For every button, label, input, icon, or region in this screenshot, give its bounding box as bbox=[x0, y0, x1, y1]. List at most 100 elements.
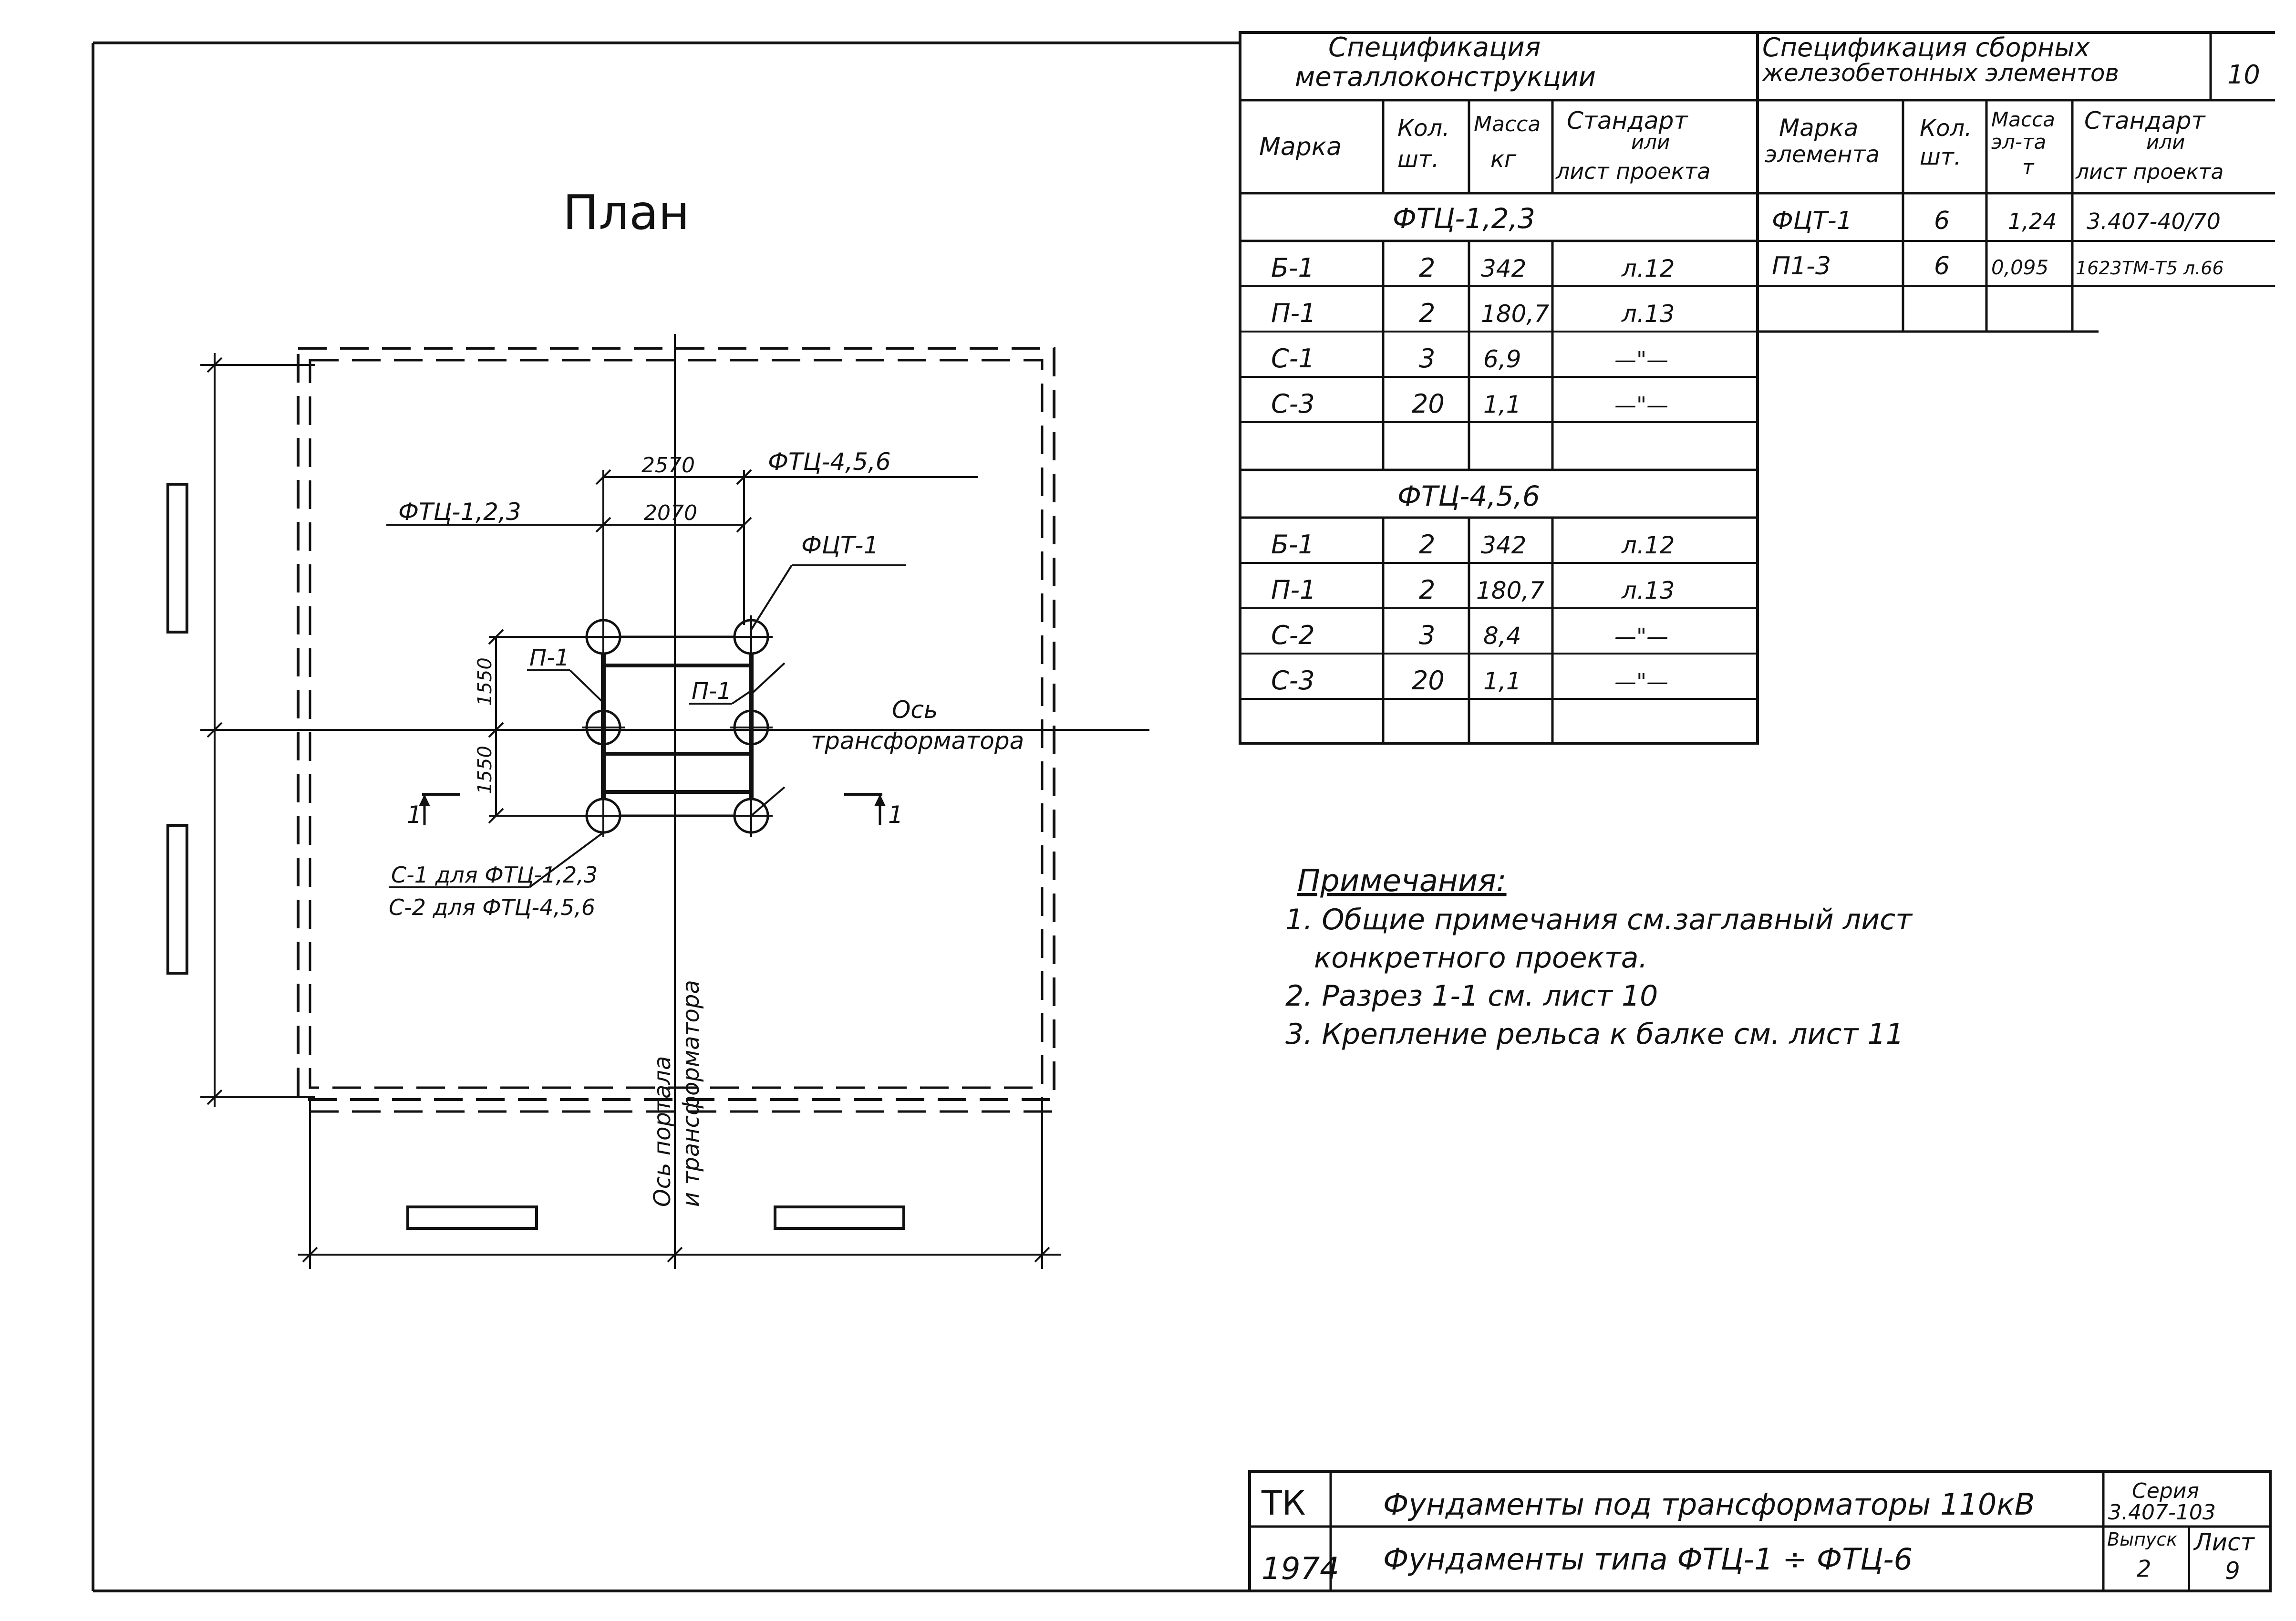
dim-1550-top: 1550 bbox=[474, 657, 496, 706]
cell-std: л.12 bbox=[1621, 255, 1675, 282]
note-2: 2. Разрез 1-1 см. лист 10 bbox=[1285, 979, 1658, 1013]
concrete-header-qty-1: Кол. bbox=[1920, 115, 1972, 142]
title-block-year: 1974 bbox=[1262, 1551, 1339, 1587]
title-block-series-label: Серия bbox=[2132, 1479, 2199, 1503]
pile-circle bbox=[582, 615, 625, 658]
cell-std: —"— bbox=[1614, 392, 1668, 418]
cell-mark: ФЦТ-1 bbox=[1772, 207, 1852, 235]
concrete-header-mark-1: Марка bbox=[1779, 114, 1858, 142]
concrete-spec-title-2: железобетонных элементов bbox=[1762, 59, 2119, 87]
title-block-sheet-label: Лист bbox=[2193, 1528, 2255, 1556]
concrete-spec-table bbox=[1758, 31, 2275, 333]
concrete-header-mass-3: т bbox=[2022, 156, 2035, 179]
rail-block-left-bottom bbox=[166, 824, 188, 975]
metal-header-qty-1: Кол. bbox=[1397, 115, 1449, 142]
metal-header-std-2: или bbox=[1631, 130, 1670, 154]
cell-mass: 342 bbox=[1481, 531, 1526, 559]
label-ftc123: ФТЦ-1,2,3 bbox=[398, 498, 521, 526]
cell-qty: 20 bbox=[1412, 665, 1445, 696]
dimension-top bbox=[386, 469, 978, 625]
metal-row: С-2 3 8,4 —"— bbox=[1271, 620, 1668, 650]
title-block-org: ТК bbox=[1261, 1484, 1305, 1523]
title-block-series-value: 3.407-103 bbox=[2108, 1500, 2216, 1525]
rail-block-bottom-left bbox=[406, 1205, 538, 1230]
cell-std: л.12 bbox=[1621, 531, 1675, 559]
metal-header-mark: Марка bbox=[1259, 133, 1342, 161]
cell-qty: 3 bbox=[1419, 620, 1435, 650]
note-1-line-2: конкретного проекта. bbox=[1314, 941, 1648, 975]
title-block bbox=[1248, 1470, 2272, 1592]
concrete-header-mass-2: эл-та bbox=[1991, 130, 2046, 154]
cell-qty: 2 bbox=[1419, 253, 1435, 283]
dim-2570: 2570 bbox=[641, 453, 695, 478]
label-ftc456: ФТЦ-4,5,6 bbox=[768, 448, 891, 476]
concrete-header-std-2: или bbox=[2146, 130, 2185, 154]
cell-qty: 2 bbox=[1419, 298, 1435, 328]
metal-spec-table bbox=[1239, 31, 1759, 745]
metal-header-mass-1: Масса bbox=[1474, 112, 1541, 136]
cell-mass: 6,9 bbox=[1483, 345, 1521, 373]
title-block-issue-label: Выпуск bbox=[2107, 1529, 2177, 1550]
leader-fct1 bbox=[750, 564, 906, 631]
pit-outline bbox=[297, 347, 1055, 1113]
pile-circle bbox=[582, 794, 625, 837]
dimension-left-overall bbox=[200, 353, 525, 1107]
section-mark-left bbox=[419, 793, 460, 825]
cell-mass: 180,7 bbox=[1481, 300, 1549, 328]
concrete-header-mark-2: элемента bbox=[1765, 141, 1880, 168]
note-1-line-1: 1. Общие примечания см.заглавный лист bbox=[1285, 903, 1913, 936]
cell-mass: 180,7 bbox=[1476, 577, 1544, 604]
metal-spec-title-1: Спецификация bbox=[1328, 32, 1541, 63]
note-c1: С-1 для ФТЦ-1,2,3 bbox=[391, 862, 598, 888]
cell-qty: 2 bbox=[1419, 530, 1435, 560]
pile-grid bbox=[582, 615, 773, 837]
label-p1-right: П-1 bbox=[692, 678, 732, 705]
cell-mass: 342 bbox=[1481, 255, 1526, 282]
concrete-row: ФЦТ-1 6 1,24 3.407-40/70 bbox=[1772, 207, 2221, 235]
cell-mark: П1-3 bbox=[1772, 252, 1831, 281]
metal-header-mass-2: кг bbox=[1490, 146, 1517, 173]
dim-1550-bottom: 1550 bbox=[474, 746, 496, 794]
dim-2070: 2070 bbox=[644, 501, 697, 525]
cell-std: —"— bbox=[1614, 669, 1668, 695]
cell-std: 3.407-40/70 bbox=[2087, 208, 2221, 234]
plan-title: План bbox=[563, 185, 690, 240]
cell-qty: 3 bbox=[1419, 343, 1435, 374]
cell-mark: С-2 bbox=[1271, 620, 1315, 650]
portal-axis-label-1: Ось портала bbox=[649, 1056, 676, 1207]
note-3: 3. Крепление рельса к балке см. лист 11 bbox=[1285, 1018, 1904, 1051]
cell-mass: 1,1 bbox=[1483, 391, 1521, 418]
cell-std: —"— bbox=[1614, 623, 1668, 649]
metal-row: П-1 2 180,7 л.13 bbox=[1271, 298, 1675, 328]
metal-spec-title-2: металлоконструкции bbox=[1295, 62, 1596, 93]
metal-row: С-1 3 6,9 —"— bbox=[1271, 343, 1668, 374]
cell-std: л.13 bbox=[1621, 577, 1675, 604]
cell-mark: С-3 bbox=[1271, 389, 1315, 419]
cell-mark: П-1 bbox=[1271, 298, 1316, 328]
metal-row: С-3 20 1,1 —"— bbox=[1271, 665, 1668, 696]
portal-axis-label-2: и трансформатора bbox=[678, 980, 704, 1207]
metal-header-std-3: лист проекта bbox=[1555, 158, 1711, 184]
concrete-page-number: 10 bbox=[2227, 60, 2260, 90]
title-block-issue-value: 2 bbox=[2137, 1556, 2151, 1582]
section-label-left: 1 bbox=[407, 801, 422, 829]
cell-mark: Б-1 bbox=[1271, 530, 1314, 560]
cell-mark: П-1 bbox=[1271, 575, 1316, 605]
rail-block-left-top bbox=[166, 483, 188, 634]
concrete-header-mass-1: Масса bbox=[1991, 108, 2055, 131]
notes-title: Примечания: bbox=[1297, 863, 1507, 899]
cell-mark: С-1 bbox=[1271, 343, 1315, 374]
metal-group-2: ФТЦ-4,5,6 bbox=[1397, 480, 1540, 512]
section-label-right: 1 bbox=[888, 801, 903, 829]
cell-qty: 2 bbox=[1419, 575, 1435, 605]
cell-mass: 0,095 bbox=[1991, 256, 2048, 279]
metal-row: С-3 20 1,1 —"— bbox=[1271, 389, 1668, 419]
metal-row: Б-1 2 342 л.12 bbox=[1271, 253, 1675, 283]
section-mark-right bbox=[844, 793, 886, 825]
cell-qty: 6 bbox=[1934, 252, 1950, 281]
label-p1-left: П-1 bbox=[529, 644, 569, 671]
transformer-axis-label-2: трансформатора bbox=[811, 727, 1024, 755]
rail-block-bottom-right bbox=[774, 1205, 905, 1230]
metal-header-qty-2: шт. bbox=[1397, 146, 1439, 173]
cell-mark: Б-1 bbox=[1271, 253, 1314, 283]
